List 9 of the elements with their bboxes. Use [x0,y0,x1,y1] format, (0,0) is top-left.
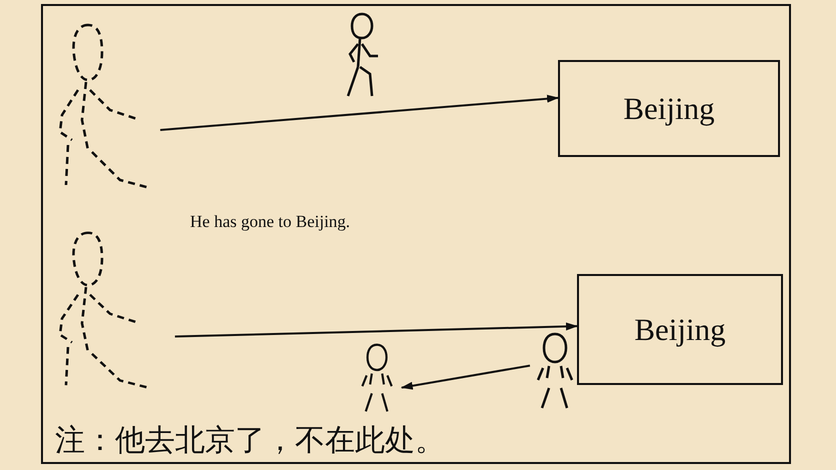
arrow [174,322,578,338]
destination-box [558,60,780,157]
arrow [400,364,530,390]
place-name: Beijing [623,90,715,126]
caption-text: He has gone to Beijing. [190,212,350,232]
destination-box [577,274,783,385]
place-name: Beijing [634,312,726,348]
note-text: 注：他去北京了，不在此处。 [55,422,445,460]
arrow [160,94,559,131]
